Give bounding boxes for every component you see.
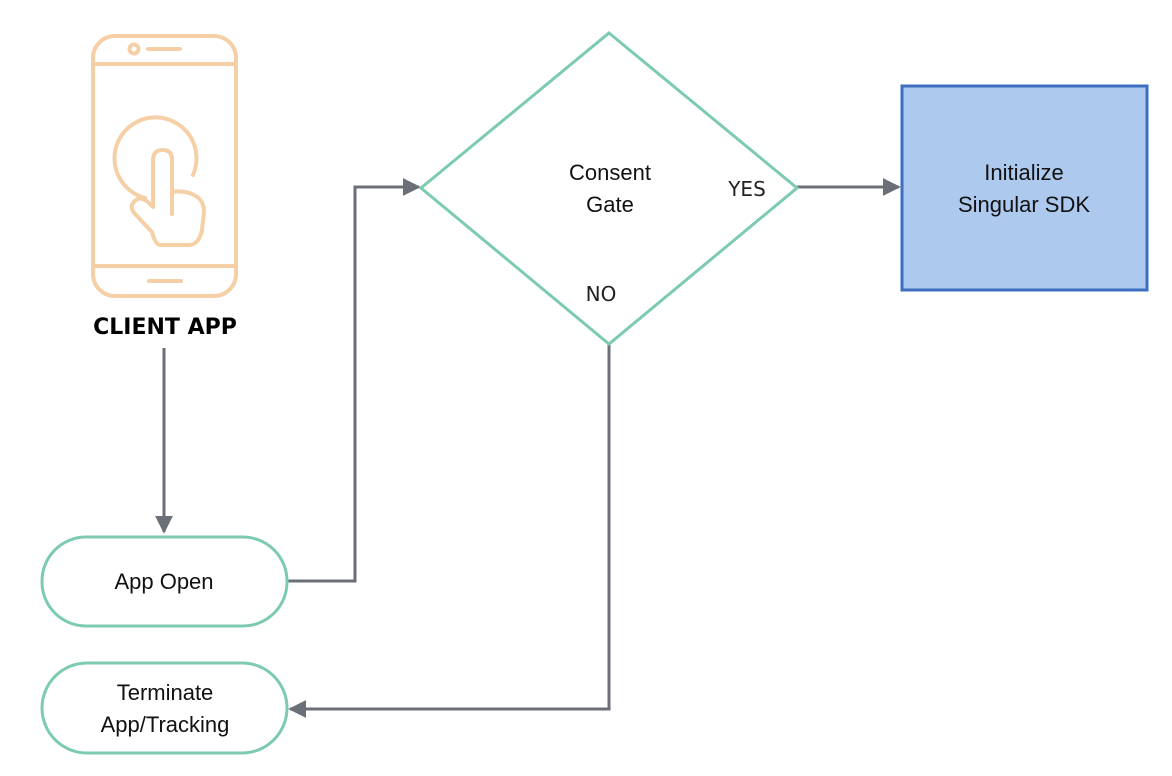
no-branch-label: NO [586, 282, 617, 306]
consent-gate-label-line2: Gate [586, 192, 634, 217]
arrow-no-to-terminate [288, 344, 611, 718]
client-app-label: CLIENT APP [93, 315, 237, 340]
terminate-node: Terminate App/Tracking [40, 661, 289, 755]
arrow-app-open-to-consent-gate [288, 178, 421, 583]
consent-gate-label-line1: Consent [569, 160, 651, 185]
terminate-label-line1: Terminate [117, 680, 214, 705]
app-open-label: App Open [114, 569, 213, 594]
consent-gate-decision: Consent Gate YES NO [418, 31, 800, 346]
yes-branch-label: YES [727, 177, 766, 201]
smartphone-tap-icon [91, 34, 238, 298]
app-open-node: App Open [40, 535, 289, 628]
initialize-sdk-label-line1: Initialize [984, 160, 1063, 185]
terminate-label-line2: App/Tracking [101, 712, 230, 737]
initialize-sdk-label-line2: Singular SDK [958, 192, 1090, 217]
initialize-sdk-node: Initialize Singular SDK [900, 84, 1149, 292]
